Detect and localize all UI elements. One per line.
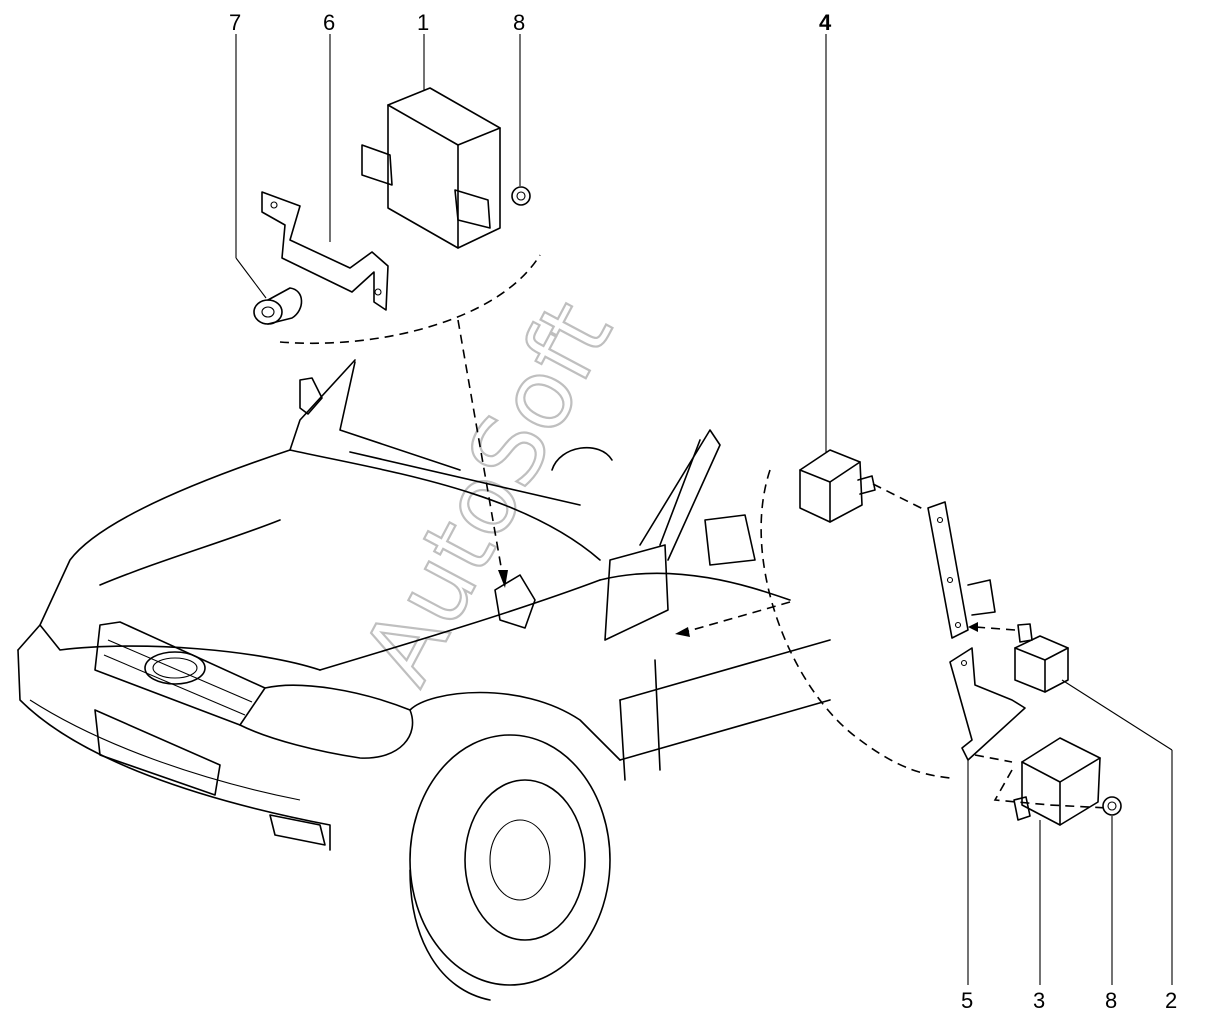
callout-4: 4 [819, 10, 832, 35]
callout-8-bottom: 8 [1105, 988, 1117, 1013]
part-4-relay [799, 449, 863, 523]
callouts: 7 6 1 8 4 5 3 8 2 [229, 10, 1177, 1013]
part-5-bracket [949, 647, 1026, 761]
ecu-assembly [253, 87, 541, 588]
vehicle-drawing [17, 359, 831, 1001]
part-6-bracket [261, 191, 389, 311]
part-2-relay [1014, 635, 1069, 693]
callout-6: 6 [323, 10, 335, 35]
callout-7: 7 [229, 10, 241, 35]
part-8-nut-bottom [1102, 796, 1122, 816]
part-8-nut-top [511, 186, 531, 206]
callout-8-top: 8 [513, 10, 525, 35]
callout-2: 2 [1165, 988, 1177, 1013]
leader-lines [235, 34, 1173, 985]
callout-3: 3 [1033, 988, 1045, 1013]
part-1-ecu [387, 87, 501, 249]
callout-5: 5 [961, 988, 973, 1013]
watermark: AutoSoft [341, 284, 633, 701]
relay-assembly [675, 449, 1122, 826]
callout-1: 1 [417, 10, 429, 35]
part-7-grommet [253, 299, 283, 325]
